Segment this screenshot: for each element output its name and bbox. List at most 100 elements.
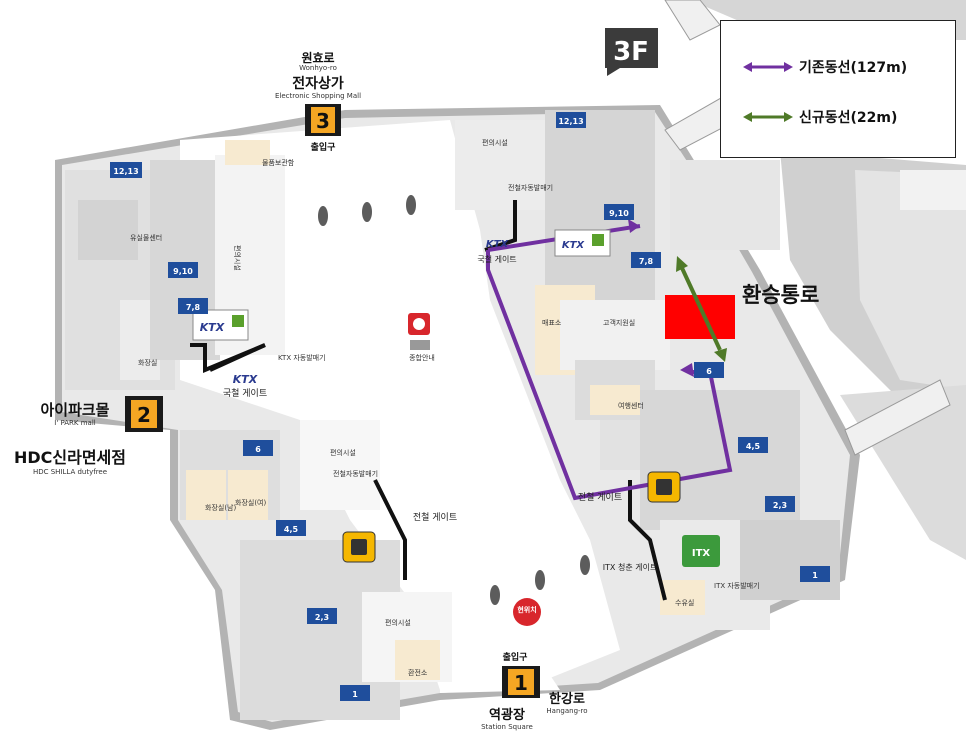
- legend-existing-label: 기존동선(127m): [799, 60, 908, 76]
- svg-text:9,10: 9,10: [609, 209, 629, 218]
- svg-text:12,13: 12,13: [113, 167, 138, 176]
- legend-existing-route: 기존동선(127m): [743, 57, 907, 77]
- svg-text:6: 6: [255, 445, 261, 454]
- itx-gate-label: ITX 청춘 게이트: [603, 562, 658, 572]
- platform-sign-1213-left: 12,13: [110, 162, 142, 178]
- subway-machine-left-label: 전철자동발매기: [333, 469, 378, 478]
- svg-text:ITX: ITX: [692, 548, 711, 559]
- ktx-gate-top-label: 국철 게이트: [477, 254, 516, 264]
- platform-sign-6-left: 6: [243, 440, 273, 456]
- purple-double-arrow-icon: [743, 62, 793, 72]
- exit1-number: 1: [514, 671, 528, 695]
- platform-sign-78-left: 7,8: [178, 298, 208, 314]
- restroom-f-label: 화장실(여): [235, 498, 266, 507]
- svg-text:1: 1: [812, 571, 818, 580]
- gate-barriers: [190, 200, 667, 601]
- platform-sign-23-right: 2,3: [765, 496, 795, 512]
- itx-icon: ITX: [682, 535, 720, 567]
- exit3-number: 3: [316, 109, 330, 133]
- platform-sign-45-left: 4,5: [276, 520, 306, 536]
- subway-gate-left-label: 전철 게이트: [413, 512, 457, 523]
- subway-icon-left: [342, 531, 376, 563]
- ktx-gate-logo-left: KTX: [233, 373, 258, 386]
- info-center: 종합안내: [408, 313, 435, 362]
- route-legend: 기존동선(127m) 신규동선(22m): [720, 20, 956, 158]
- ktx-machine-left-label: KTX 자동발매기: [278, 353, 326, 362]
- lost-found-label: 유실물센터: [130, 233, 162, 242]
- exit3-road-en: Wonhyo-ro: [299, 64, 337, 72]
- new-route-path: [676, 256, 727, 362]
- transfer-passage-label: 환승통로: [742, 283, 819, 307]
- platform-signs: 12,13 9,10 7,8 6 4,5 2,3 1 12,13 9,10 7,…: [110, 112, 830, 701]
- floor-label: 3F: [613, 37, 649, 67]
- travel-center-label: 여행센터: [618, 401, 644, 410]
- restroom-left-label: 화장실: [138, 358, 157, 367]
- platform-sign-1-right: 1: [800, 566, 830, 582]
- exit1-hangang-ko: 한강로: [549, 691, 585, 707]
- exit1-label: 출입구: [503, 651, 528, 663]
- exit3-name-en: Electronic Shopping Mall: [275, 92, 361, 100]
- svg-text:4,5: 4,5: [284, 525, 299, 534]
- storage-label: 물품보관함: [262, 158, 295, 167]
- ktx-ticket-machine-left: KTX: [192, 309, 249, 341]
- restroom-m-label: 화장실(남): [205, 503, 236, 512]
- exit2-dutyfree-ko: HDC신라면세점: [14, 448, 126, 467]
- exit1-square-en: Station Square: [481, 723, 533, 731]
- nursing-label: 수유실: [675, 598, 694, 607]
- facility-labels: 유실물센터 물품보관함 편의시설 화장실 화장실(남) 화장실(여) 편의시설 …: [130, 138, 760, 677]
- subway-gate-right-label: 전철 게이트: [578, 492, 622, 503]
- exit3-road-ko: 원효로: [301, 51, 334, 65]
- subway-machine-top-label: 전철자동발매기: [508, 183, 553, 192]
- svg-text:6: 6: [706, 367, 712, 376]
- ktx-ticket-machine-top: KTX: [554, 229, 611, 257]
- exit2-mall-en: I' PARK mall: [54, 419, 96, 427]
- svg-text:7,8: 7,8: [186, 303, 201, 312]
- transfer-passage-highlight: [665, 295, 735, 339]
- columns: [318, 195, 590, 605]
- exit3-label: 출입구: [311, 141, 336, 153]
- ktx-logo-left: KTX: [200, 321, 225, 334]
- subway-icon-right: [647, 471, 681, 503]
- exit-2: 아이파크몰 I' PARK mall HDC신라면세점 HDC SHILLA d…: [14, 396, 163, 476]
- info-label: 종합안내: [409, 353, 435, 362]
- convenience-left-label: 편의시설: [233, 245, 242, 271]
- itx-machine-label: ITX 자동발매기: [714, 581, 760, 590]
- platform-sign-1-left: 1: [340, 685, 370, 701]
- exit1-square-ko: 역광장: [489, 707, 525, 723]
- platform-sign-45-right: 4,5: [738, 437, 768, 453]
- floor-badge: 3F: [605, 28, 658, 76]
- platform-sign-78-mid: 7,8: [631, 252, 661, 268]
- you-are-here-label: 현위치: [517, 605, 536, 614]
- ktx-logo-top: KTX: [562, 240, 586, 251]
- platform-sign-1213-top: 12,13: [556, 112, 586, 128]
- svg-text:4,5: 4,5: [746, 442, 761, 451]
- customer-center-label: 고객지원실: [603, 318, 635, 327]
- green-double-arrow-icon: [743, 112, 793, 122]
- svg-text:12,13: 12,13: [558, 117, 583, 126]
- exit2-mall-ko: 아이파크몰: [40, 401, 109, 419]
- exit-1: 출입구 1 역광장 Station Square 한강로 Hangang-ro: [481, 651, 587, 731]
- legend-new-route: 신규동선(22m): [743, 107, 897, 127]
- exchange-label: 환전소: [408, 668, 428, 677]
- platform-sign-23-left: 2,3: [307, 608, 337, 624]
- convenience-mid-label: 편의시설: [330, 448, 356, 457]
- ktx-gate-logo-top: KTX: [486, 239, 510, 250]
- ticket-label: 매표소: [542, 319, 562, 327]
- platform-sign-910-top: 9,10: [604, 204, 634, 220]
- legend-new-label: 신규동선(22m): [799, 110, 898, 126]
- ktx-gate-left-label: 국철 게이트: [223, 388, 267, 399]
- svg-text:1: 1: [352, 690, 358, 699]
- svg-text:9,10: 9,10: [173, 267, 193, 276]
- exit3-name-ko: 전자상가: [292, 75, 344, 92]
- convenience-top-label: 편의시설: [482, 138, 508, 147]
- exit2-dutyfree-en: HDC SHILLA dutyfree: [33, 468, 107, 476]
- svg-text:2,3: 2,3: [773, 501, 787, 510]
- exit2-number: 2: [137, 403, 151, 427]
- you-are-here-marker: 현위치: [513, 598, 541, 626]
- platform-sign-910-left: 9,10: [168, 262, 198, 278]
- exit1-hangang-en: Hangang-ro: [546, 707, 587, 715]
- svg-text:2,3: 2,3: [315, 613, 329, 622]
- exit-3: 원효로 Wonhyo-ro 전자상가 Electronic Shopping M…: [275, 51, 361, 153]
- svg-text:7,8: 7,8: [639, 257, 654, 266]
